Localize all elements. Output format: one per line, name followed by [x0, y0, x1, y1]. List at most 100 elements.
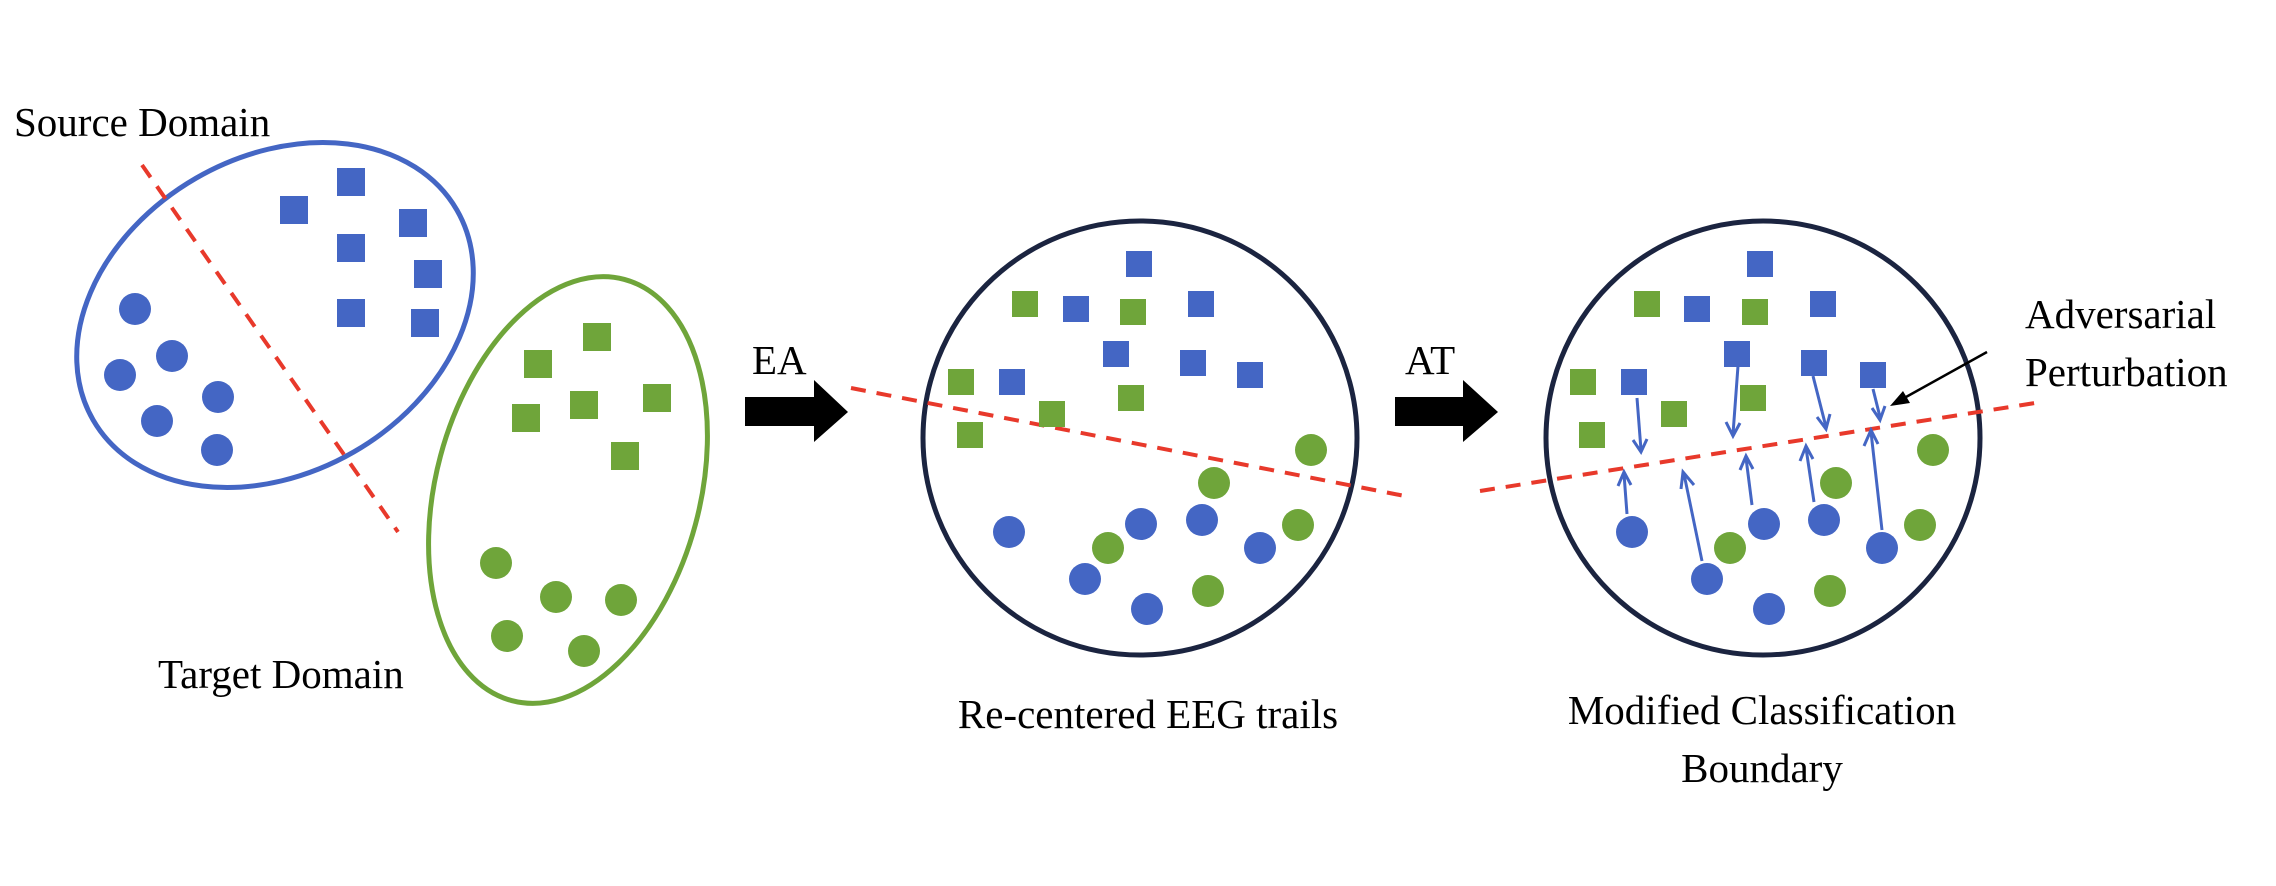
- source-square: [337, 234, 365, 262]
- recentered-source-circle: [1125, 508, 1157, 540]
- at-transition: AT: [1395, 337, 1498, 442]
- target-circle: [568, 635, 600, 667]
- recentered-source-circle: [1131, 593, 1163, 625]
- modified-target-circle: [1917, 434, 1949, 466]
- target-circle: [491, 620, 523, 652]
- recentered-target-circle: [1282, 509, 1314, 541]
- modified-source-square: [1684, 296, 1710, 322]
- source-domain-ellipse: [74, 140, 476, 490]
- recentered-source-squares: [999, 251, 1263, 395]
- modified-label-line1: Modified Classification: [1568, 687, 1956, 733]
- modified-target-square: [1740, 385, 1766, 411]
- recentered-target-square: [1039, 401, 1065, 427]
- modified-source-square: [1724, 341, 1750, 367]
- modified-target-squares: [1570, 291, 1768, 448]
- recentered-target-circle: [1092, 532, 1124, 564]
- source-square: [411, 309, 439, 337]
- panel-recentered: Re-centered EEG trails: [850, 218, 1411, 737]
- perturbation-arrow: [1738, 452, 1755, 506]
- recentered-source-circle: [1069, 563, 1101, 595]
- modified-target-circle: [1820, 467, 1852, 499]
- modified-target-square: [1742, 299, 1768, 325]
- panel-modified-boundary: Adversarial Perturbation Modified Classi…: [1479, 218, 2228, 791]
- modified-target-square: [1634, 291, 1660, 317]
- modified-boundary-line: [1479, 401, 2036, 493]
- target-circles: [480, 547, 637, 667]
- source-square: [337, 168, 365, 196]
- source-square: [337, 299, 365, 327]
- target-square: [583, 323, 611, 351]
- recentered-target-square: [957, 422, 983, 448]
- ea-transition: EA: [745, 337, 848, 442]
- recentered-target-circle: [1198, 467, 1230, 499]
- modified-target-circles: [1714, 434, 1949, 607]
- source-square: [280, 196, 308, 224]
- target-square: [643, 384, 671, 412]
- modified-source-square: [1860, 362, 1886, 388]
- recentered-source-square: [1103, 341, 1129, 367]
- recentered-source-square: [1126, 251, 1152, 277]
- recentered-source-square: [1180, 350, 1206, 376]
- recentered-label: Re-centered EEG trails: [958, 691, 1338, 737]
- recentered-source-circle: [1186, 504, 1218, 536]
- adversarial-pointer-line: [1905, 350, 1988, 399]
- source-circle: [156, 340, 188, 372]
- recentered-target-square: [1012, 291, 1038, 317]
- modified-target-circle: [1814, 575, 1846, 607]
- modified-source-square: [1810, 291, 1836, 317]
- modified-source-circle: [1866, 532, 1898, 564]
- modified-source-circle: [1753, 593, 1785, 625]
- adversarial-label-line2: Perturbation: [2025, 349, 2228, 395]
- target-squares: [512, 323, 671, 470]
- recentered-target-square: [1118, 385, 1144, 411]
- target-domain-ellipse: [426, 274, 710, 706]
- recentered-source-square: [1063, 296, 1089, 322]
- perturbation-arrow: [1679, 468, 1704, 562]
- source-squares: [280, 168, 442, 337]
- modified-circle-outline: [1543, 218, 1983, 658]
- source-circle: [201, 434, 233, 466]
- modified-source-square: [1801, 350, 1827, 376]
- modified-target-circle: [1904, 509, 1936, 541]
- perturbation-arrow: [1870, 388, 1887, 424]
- perturbation-arrows: [1616, 365, 1887, 562]
- adversarial-label-line1: Adversarial: [2025, 291, 2216, 337]
- source-circle: [202, 381, 234, 413]
- recentered-source-circles: [993, 504, 1276, 625]
- source-square: [414, 260, 442, 288]
- modified-source-circle: [1616, 516, 1648, 548]
- recentered-target-squares: [948, 291, 1146, 448]
- perturbation-arrow: [1811, 375, 1832, 433]
- source-circles: [104, 293, 234, 466]
- recentered-source-square: [999, 369, 1025, 395]
- perturbation-arrow: [1631, 397, 1649, 456]
- target-circle: [480, 547, 512, 579]
- recentered-target-square: [948, 369, 974, 395]
- perturbation-arrow: [1798, 442, 1816, 503]
- modified-target-square: [1570, 369, 1596, 395]
- modified-label-line2: Boundary: [1681, 745, 1843, 791]
- target-circle: [540, 581, 572, 613]
- modified-source-circle: [1748, 508, 1780, 540]
- recentered-target-square: [1120, 299, 1146, 325]
- recentered-source-square: [1237, 362, 1263, 388]
- source-circle: [141, 405, 173, 437]
- modified-source-circles: [1616, 504, 1898, 625]
- recentered-source-square: [1188, 291, 1214, 317]
- source-boundary-line: [140, 163, 400, 534]
- source-circle: [104, 359, 136, 391]
- adversarial-pointer-arrowhead-icon: [1890, 391, 1910, 406]
- ea-arrow-icon: [745, 380, 848, 442]
- source-square: [399, 209, 427, 237]
- target-square: [512, 404, 540, 432]
- source-domain-label: Source Domain: [14, 99, 270, 145]
- perturbation-arrow: [1862, 426, 1884, 531]
- modified-source-square: [1621, 369, 1647, 395]
- target-circle: [605, 584, 637, 616]
- modified-source-square: [1747, 251, 1773, 277]
- recentered-source-circle: [993, 516, 1025, 548]
- ea-label: EA: [752, 337, 807, 383]
- modified-target-square: [1579, 422, 1605, 448]
